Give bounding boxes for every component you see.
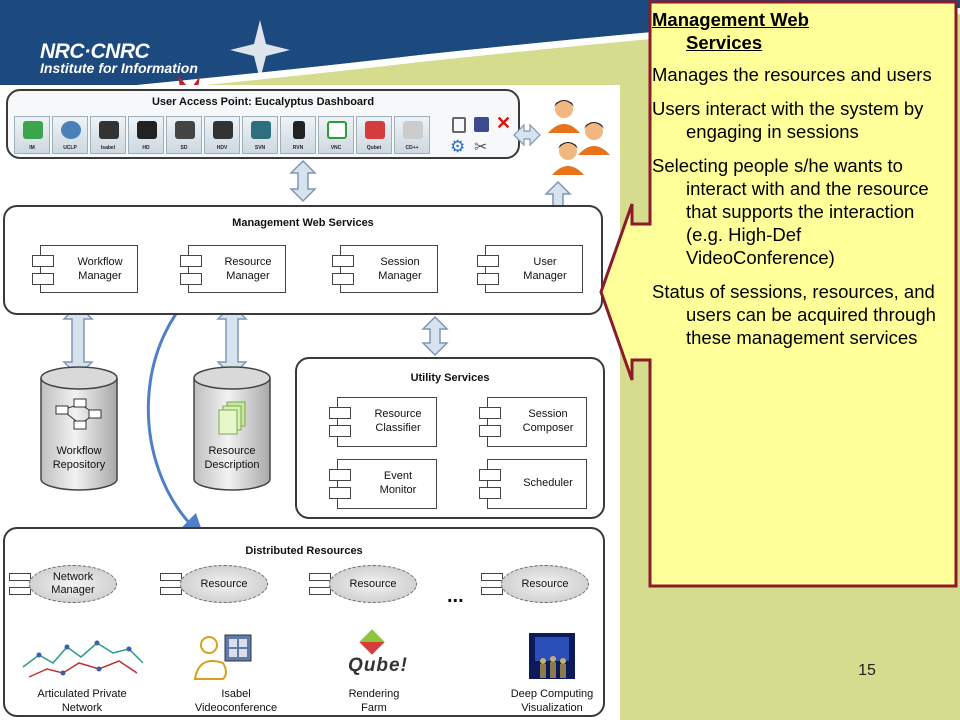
rendering-resource-oval: Resource (329, 565, 417, 603)
page-number: 15 (858, 662, 876, 679)
callout-paragraph-2: Users interact with the system by engagi… (652, 98, 924, 142)
users-icon (548, 100, 610, 175)
tools-icon[interactable]: ✂ (474, 139, 488, 156)
close-icon[interactable]: ✕ (496, 113, 512, 133)
database-icon (193, 366, 271, 491)
tool-vnc-button[interactable]: VNC (318, 116, 354, 154)
tool-uclp-button[interactable]: UCLP (52, 116, 88, 154)
callout-paragraph-4: Status of sessions, resources, and users… (652, 281, 936, 348)
tool-rvn-button[interactable]: RVN (280, 116, 316, 154)
tool-im-button[interactable]: IM (14, 116, 50, 154)
rendering-resource: Resource (309, 565, 417, 605)
resource-description-label-1: Resource (208, 445, 256, 457)
gear-icon[interactable]: ⚙ (450, 137, 466, 156)
tool-hd-button[interactable]: HD (128, 116, 164, 154)
user-access-point-box: User Access Point: Eucalyptus Dashboard … (6, 89, 520, 159)
workflow-graph-icon (55, 398, 102, 430)
save-icon[interactable] (474, 117, 489, 132)
deep-computing-resource: Resource (481, 565, 589, 605)
videoconference-icon (193, 634, 252, 680)
scheduler: Scheduler (479, 459, 587, 509)
architecture-diagram: User Access Point: Eucalyptus Dashboard … (0, 85, 620, 720)
institute-name: Institute for Information (40, 60, 198, 76)
callout-paragraph-1: Manages the resources and users (652, 64, 932, 85)
tool-hdv-button[interactable]: HDV (204, 116, 240, 154)
trash-icon[interactable] (452, 117, 466, 133)
utility-title: Utility Services (410, 372, 490, 384)
management-title: Management Web Services (232, 217, 374, 229)
distributed-resources-box: Distributed Resources Network Manager Re… (3, 527, 605, 717)
resource-description-label-2: Description (204, 459, 260, 471)
isabel-resource: Resource (160, 565, 268, 605)
cube-icon (359, 629, 385, 655)
workflow-repository-label-2: Repository (52, 459, 106, 471)
qube-logo: Qube! (341, 629, 415, 679)
tool-qubet-button[interactable]: Qubet (356, 116, 392, 154)
network-manager-oval: Network Manager (29, 565, 117, 603)
distributed-title: Distributed Resources (245, 545, 363, 557)
callout-paragraph-3: Selecting people s/he wants to interact … (652, 155, 929, 268)
double-arrow-dashboard-management (289, 159, 317, 203)
documents-icon (218, 401, 246, 435)
tool-sd-button[interactable]: SD (166, 116, 202, 154)
user-access-point-title: User Access Point: Eucalyptus Dashboard (151, 96, 375, 108)
nrc-logo: NRC·CNRC (40, 40, 150, 63)
double-arrow-dashboard-users (513, 123, 541, 147)
tool-svn-button[interactable]: SVN (242, 116, 278, 154)
tool-cdpp-button[interactable]: CD++ (394, 116, 430, 154)
star-icon (230, 20, 290, 80)
workflow-repository-label-1: Workflow (56, 445, 102, 457)
visualization-room-icon (529, 633, 575, 679)
ellipsis: ... (447, 585, 464, 607)
double-arrow-management-utility (421, 315, 449, 357)
isabel-resource-oval: Resource (180, 565, 268, 603)
network-map-icon (22, 640, 144, 678)
tool-isabel-button[interactable]: Isabel (90, 116, 126, 154)
network-manager-resource: Network Manager (9, 565, 117, 605)
database-icon (40, 366, 118, 491)
callout-shape (599, 0, 958, 588)
deep-computing-resource-oval: Resource (501, 565, 589, 603)
